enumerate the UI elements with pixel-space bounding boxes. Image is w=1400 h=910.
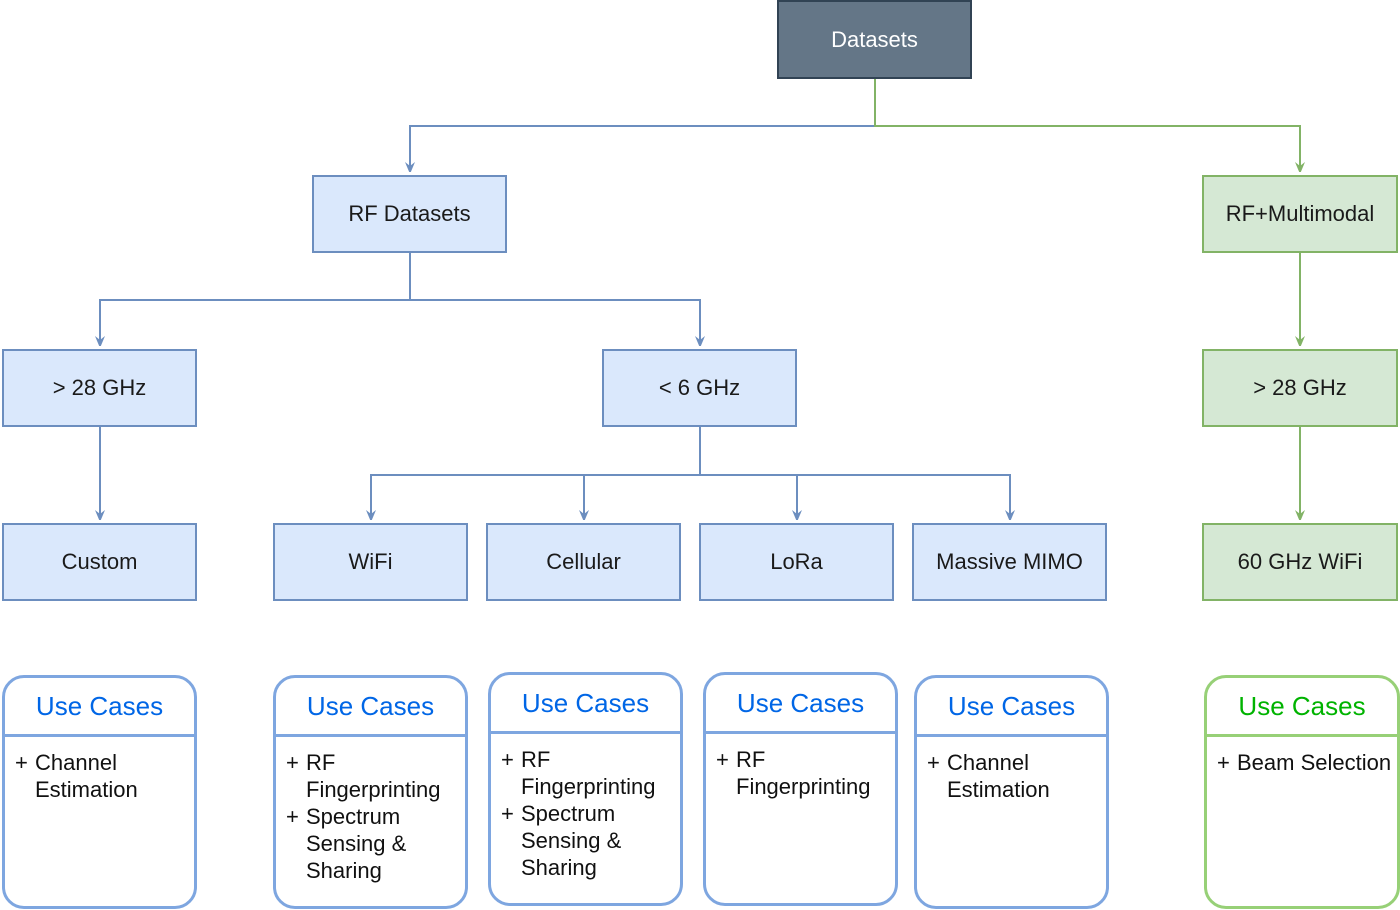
- use-cases-title: Use Cases: [706, 675, 895, 734]
- use-case-item: +Channel Estimation: [15, 750, 138, 802]
- node-rf-datasets: RF Datasets: [312, 175, 507, 253]
- node-lora: LoRa: [699, 523, 894, 601]
- use-cases-title: Use Cases: [491, 675, 680, 734]
- edge-low-mimo: [700, 474, 1010, 516]
- use-cases-title: Use Cases: [1207, 678, 1397, 737]
- use-case-item: +Beam Selection: [1217, 750, 1392, 775]
- node-cellular: Cellular: [486, 523, 681, 601]
- node-rf-below-6ghz: < 6 GHz: [602, 349, 797, 427]
- node-rf-multimodal: RF+Multimodal: [1202, 175, 1398, 253]
- use-cases-card-cellular: Use Cases +RF Fingerprinting +Spectrum S…: [488, 672, 683, 906]
- node-wifi: WiFi: [273, 523, 468, 601]
- node-custom: Custom: [2, 523, 197, 601]
- use-cases-card-custom: Use Cases +Channel Estimation: [2, 675, 197, 909]
- use-cases-card-wifi: Use Cases +RF Fingerprinting +Spectrum S…: [273, 675, 468, 909]
- use-case-item: +RF Fingerprinting: [716, 747, 871, 799]
- use-case-item: +RF Fingerprinting: [501, 747, 656, 799]
- edge-rf-high: [100, 252, 411, 342]
- use-cases-title: Use Cases: [917, 678, 1106, 737]
- use-cases-card-massive-mimo: Use Cases +Channel Estimation: [914, 675, 1109, 909]
- node-massive-mimo: Massive MIMO: [912, 523, 1107, 601]
- use-case-item: +RF Fingerprinting: [286, 750, 441, 802]
- edge-rf-low: [410, 299, 700, 342]
- use-cases-title: Use Cases: [5, 678, 194, 737]
- use-case-item: +Spectrum Sensing & Sharing: [501, 801, 622, 880]
- node-rf-above-28ghz: > 28 GHz: [2, 349, 197, 427]
- use-case-item: +Channel Estimation: [927, 750, 1050, 802]
- use-case-item: +Spectrum Sensing & Sharing: [286, 804, 407, 883]
- node-60ghz-wifi: 60 GHz WiFi: [1202, 523, 1398, 601]
- edge-low-wifi: [371, 426, 701, 516]
- edge-root-multimodal: [874, 78, 1300, 168]
- node-datasets: Datasets: [777, 0, 972, 79]
- edge-root-rf: [410, 78, 876, 168]
- use-cases-card-lora: Use Cases +RF Fingerprinting: [703, 672, 898, 906]
- node-multimodal-above-28ghz: > 28 GHz: [1202, 349, 1398, 427]
- use-cases-title: Use Cases: [276, 678, 465, 737]
- use-cases-card-60ghz-wifi: Use Cases +Beam Selection: [1204, 675, 1400, 909]
